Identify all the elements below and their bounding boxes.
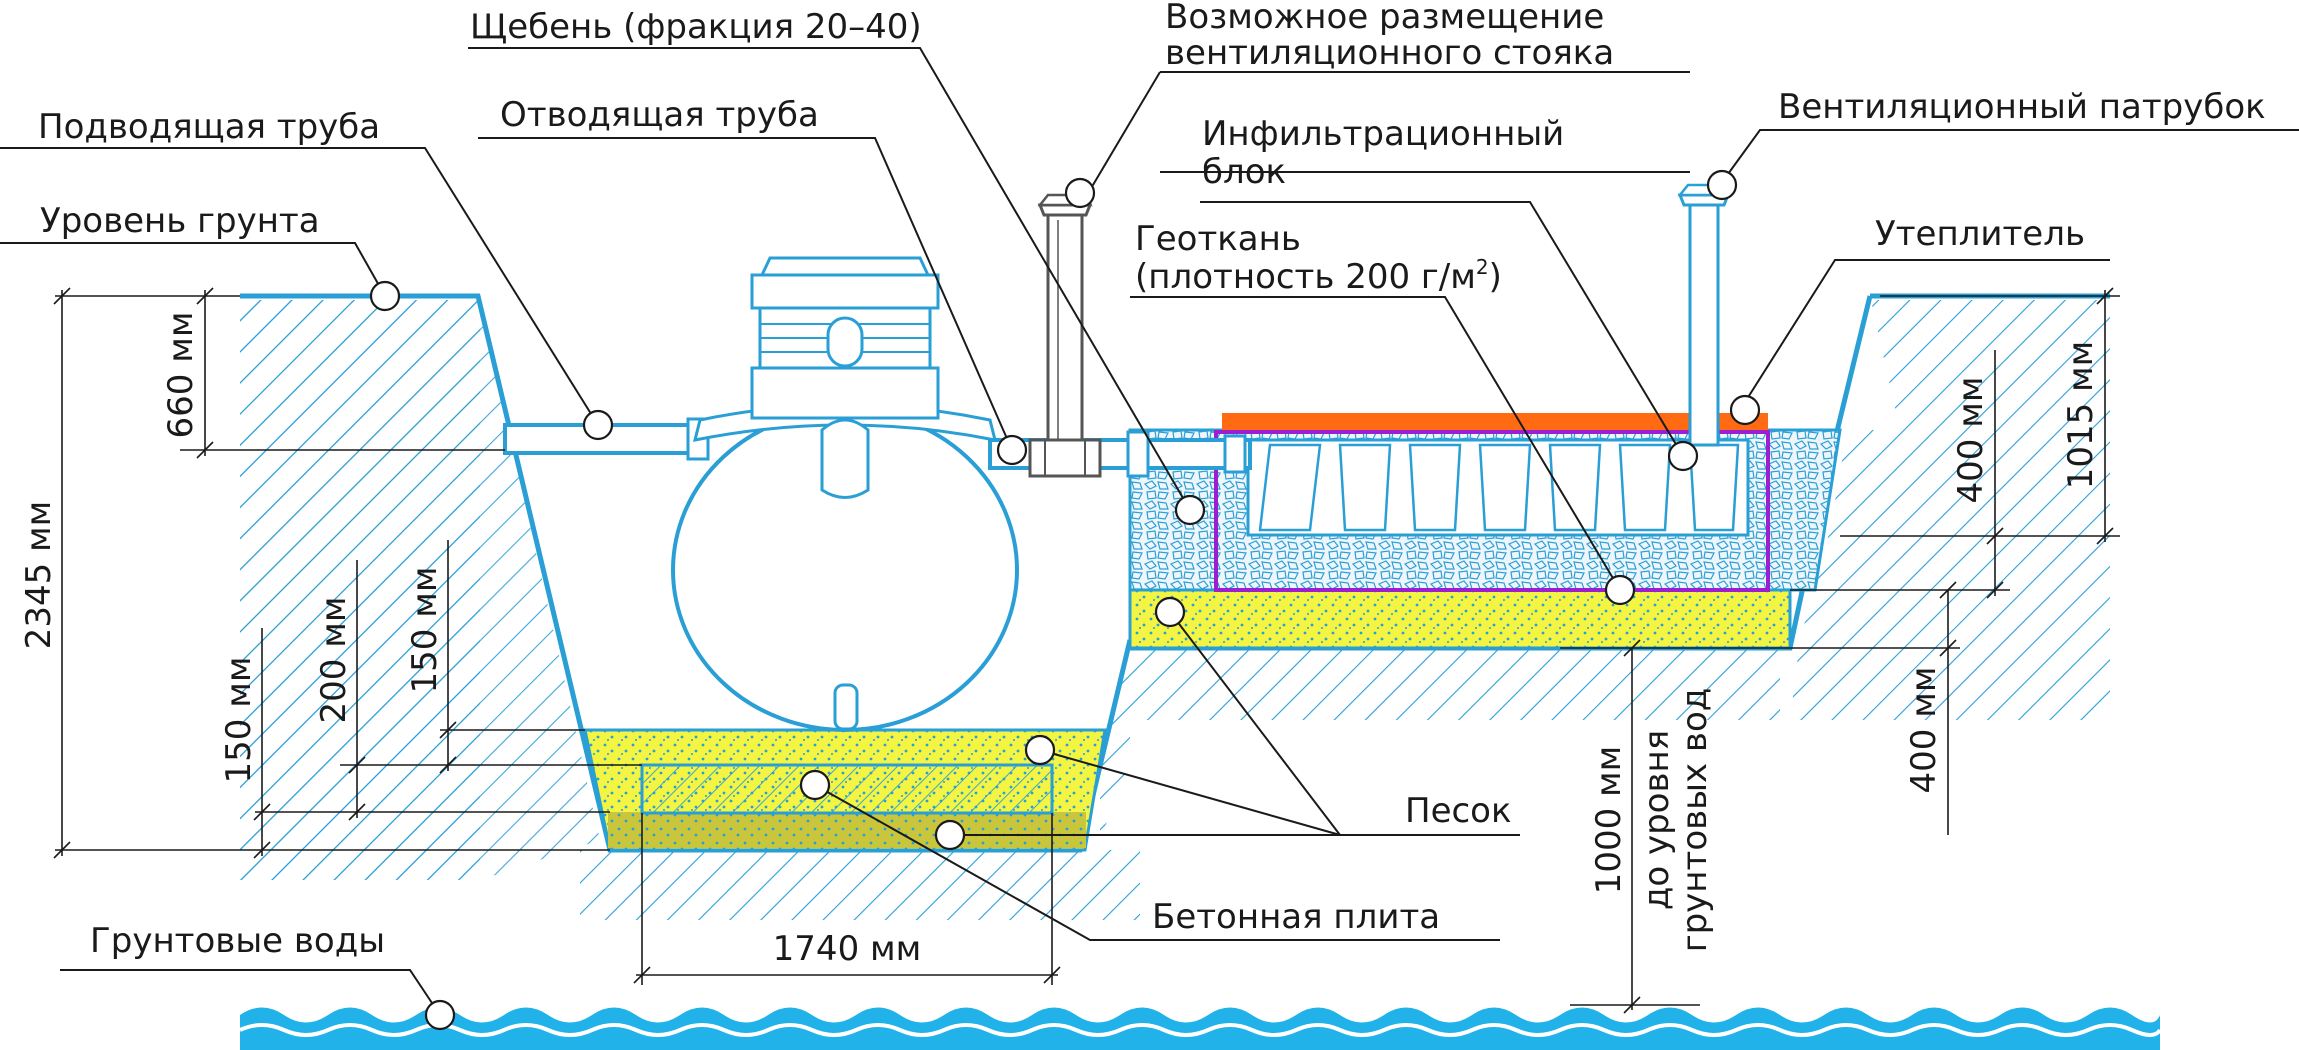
sand-bottom-layer xyxy=(608,812,1086,848)
label-insulation: Утеплитель xyxy=(1875,214,2085,254)
insulation-layer xyxy=(1222,413,1768,430)
concrete-slab xyxy=(640,763,1054,815)
dim-200: 200 мм xyxy=(314,596,354,723)
label-ground-level: Уровень грунта xyxy=(40,201,320,241)
label-outlet-pipe: Отводящая труба xyxy=(500,95,819,135)
label-gravel: Щебень (фракция 20–40) xyxy=(470,7,922,47)
sand-bed-infiltration xyxy=(1128,588,1792,650)
label-infiltration-block-2: блок xyxy=(1202,152,1286,192)
leader-lines xyxy=(0,47,2299,1016)
soil-hatching-middle xyxy=(580,650,1780,920)
dim-150-b: 150 мм xyxy=(405,566,445,693)
callout-labels: Подводящая труба Уровень грунта Щебень (… xyxy=(38,0,2266,961)
dim-slab-width: 1740 мм xyxy=(773,929,922,969)
label-geotextile-1: Геоткань xyxy=(1135,219,1301,259)
label-vent-riser-1: Возможное размещение xyxy=(1165,0,1604,37)
dimension-lines xyxy=(53,287,2120,1014)
label-concrete-slab: Бетонная плита xyxy=(1152,897,1440,937)
septic-tank xyxy=(671,256,1019,732)
vent-pipe xyxy=(1677,183,1731,447)
label-sand: Песок xyxy=(1405,791,1512,831)
geotextile-wrap xyxy=(1214,430,1770,592)
dim-400-bottom: 400 мм xyxy=(1904,666,1944,793)
label-vent-riser-2: вентиляционного стояка xyxy=(1165,33,1614,73)
dimension-labels: 2345 мм 660 мм 150 мм 200 мм 150 мм 1740… xyxy=(19,311,2101,969)
dim-inlet-depth: 660 мм xyxy=(161,311,201,438)
dim-400-top: 400 мм xyxy=(1951,376,1991,503)
dim-150-a: 150 мм xyxy=(219,656,259,783)
marker-circles xyxy=(369,169,1761,1031)
label-inlet-pipe: Подводящая труба xyxy=(38,107,380,147)
label-vent-pipe: Вентиляционный патрубок xyxy=(1778,87,2266,127)
dim-gw-1: 1000 мм xyxy=(1589,746,1629,895)
dim-gw-2: до уровня xyxy=(1637,730,1677,910)
dim-gw-3: грунтовых вод xyxy=(1675,688,1715,953)
infiltration-block xyxy=(1246,438,1750,537)
label-geotextile-2: (плотность 200 г/м2) xyxy=(1135,255,1502,297)
label-groundwater: Грунтовые воды xyxy=(90,921,385,961)
label-infiltration-block-1: Инфильтрационный xyxy=(1202,114,1564,154)
dim-1015: 1015 мм xyxy=(2061,341,2101,490)
dim-total-depth: 2345 мм xyxy=(19,501,59,650)
groundwater-waves xyxy=(239,1007,2162,1050)
